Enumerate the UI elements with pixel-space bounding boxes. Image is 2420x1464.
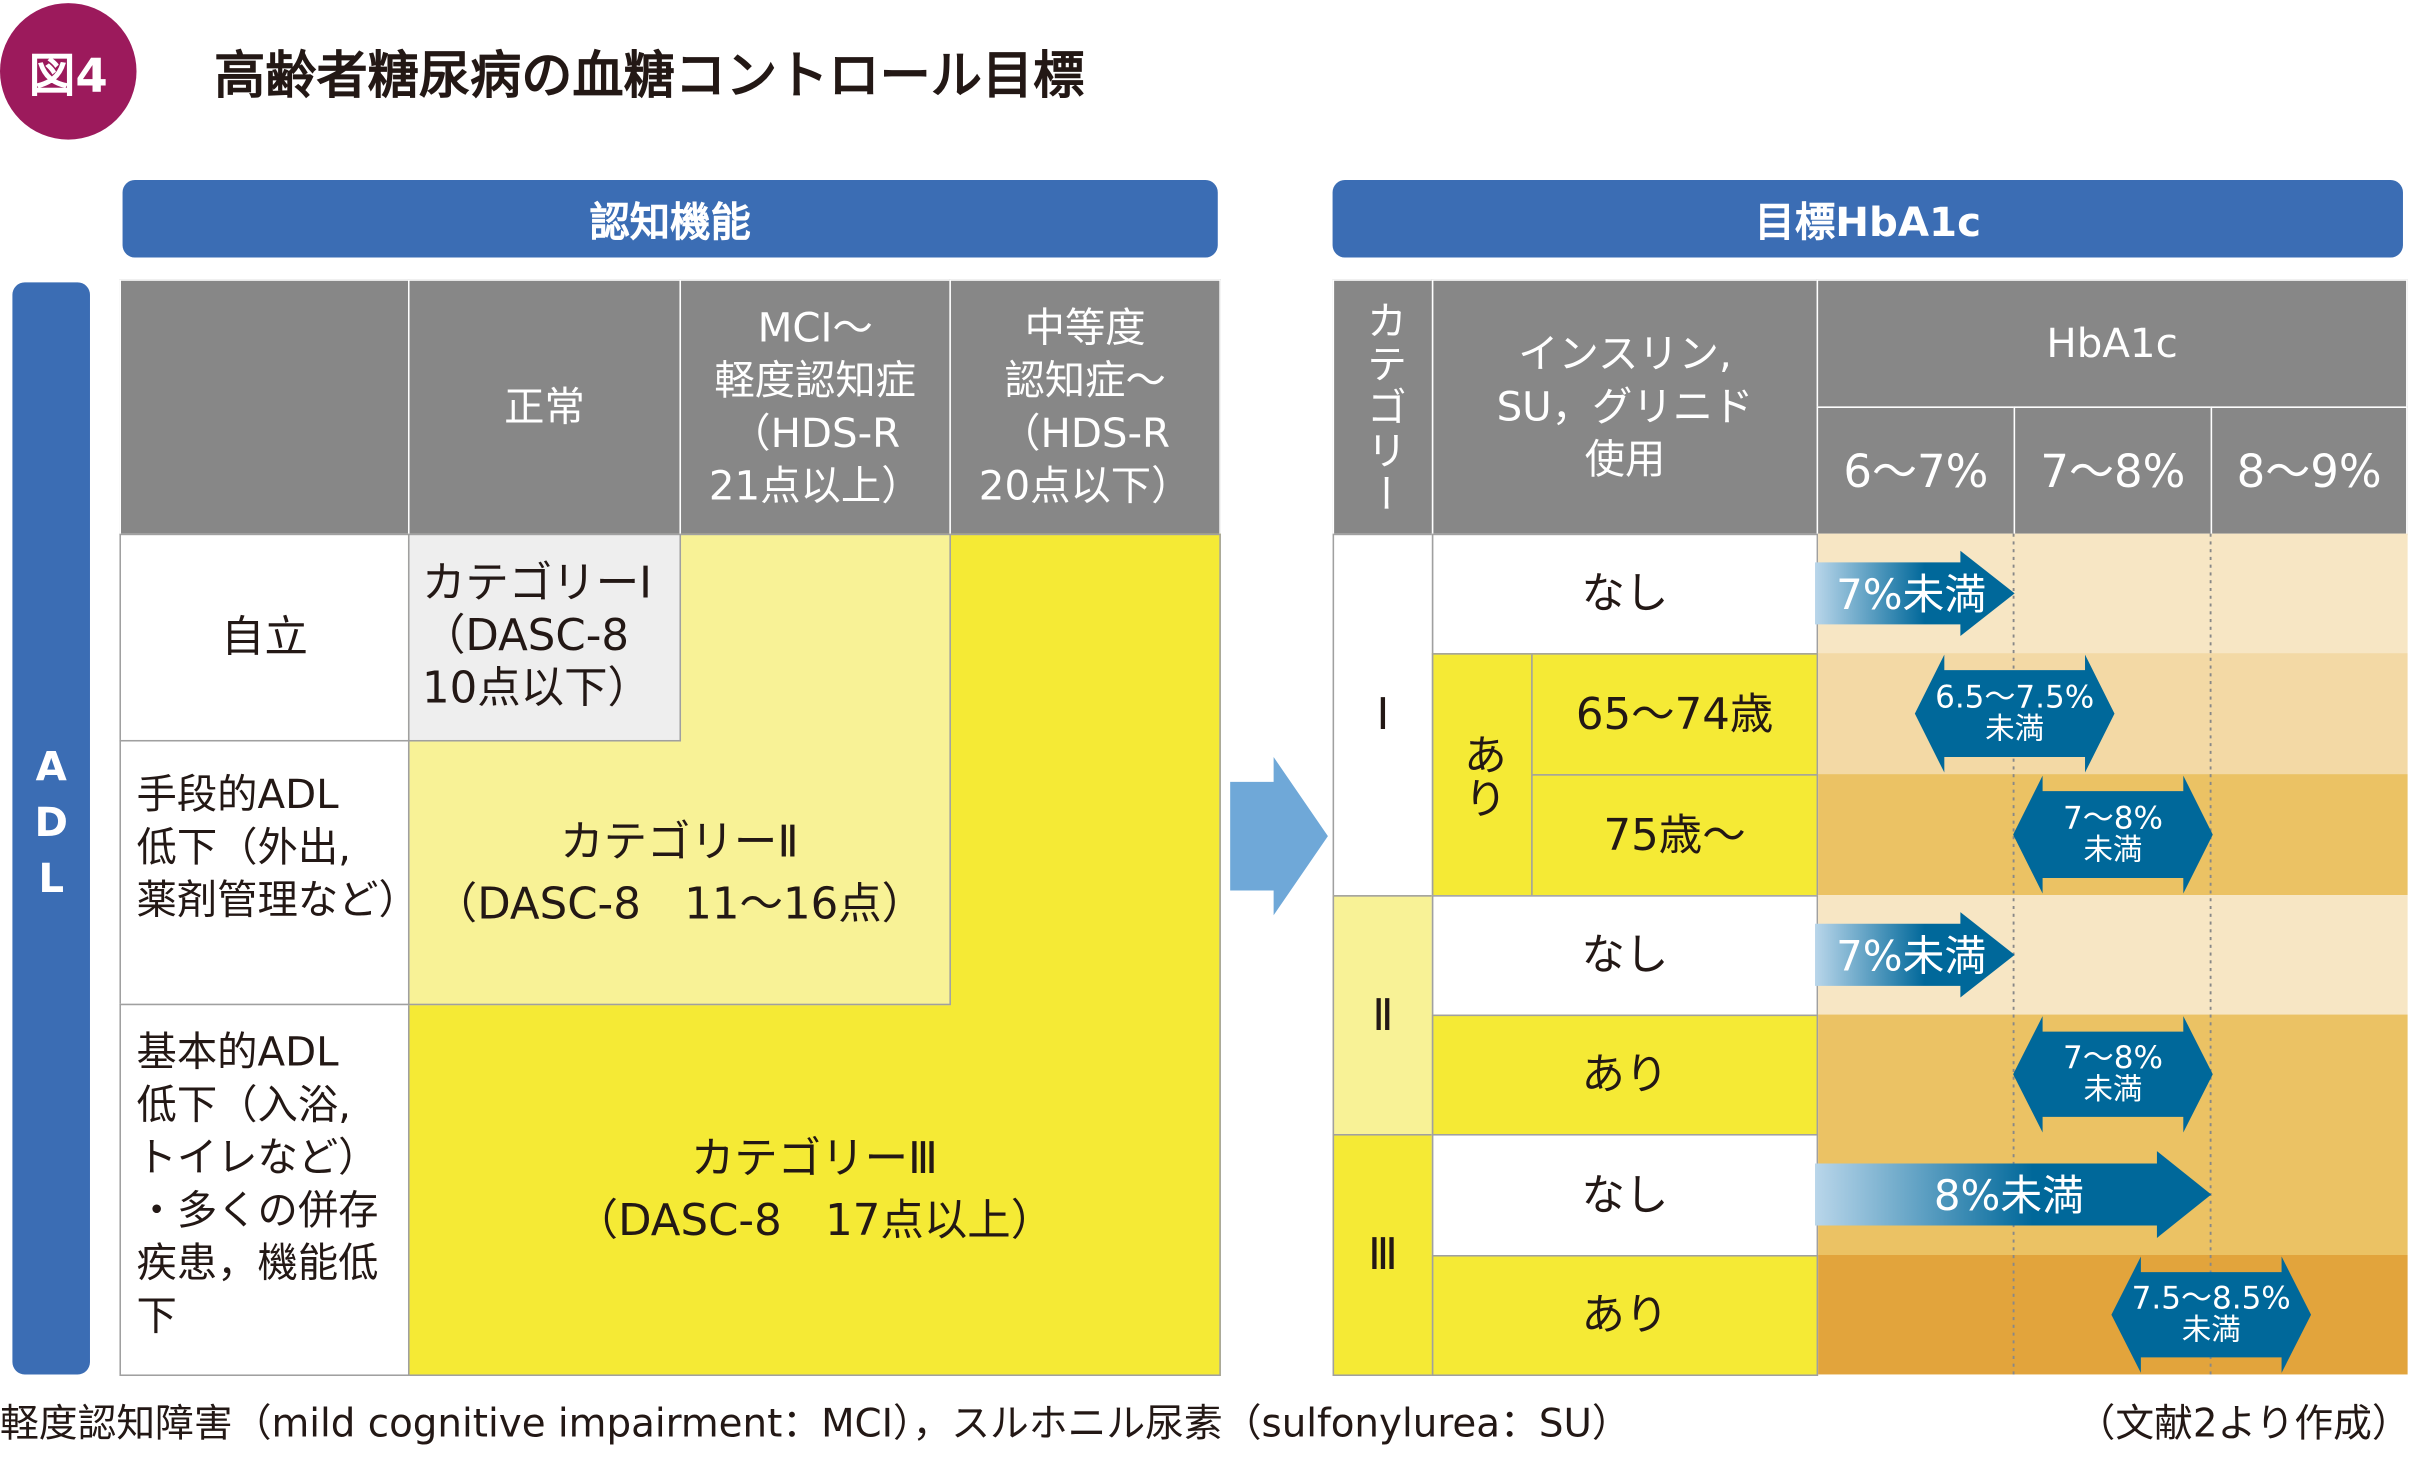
target-arrow <box>1815 550 2015 637</box>
target-label: 6.5〜7.5% <box>1935 679 2094 715</box>
target-label: 7%未満 <box>1836 570 1986 619</box>
col-header-moderate: 中等度 認知症〜 （HDS-R 20点以下） <box>949 279 1221 536</box>
category-1-cell: カテゴリーⅠ （DASC-8 10点以下） <box>407 533 682 742</box>
figure-title: 高齢者糖尿病の血糖コントロール目標 <box>214 44 1085 106</box>
target-label: 7%未満 <box>1836 931 1986 980</box>
hba1c-range-6-7: 6〜7% <box>1816 406 2016 536</box>
target-label: 7.5〜8.5% <box>2132 1281 2291 1317</box>
target-label: 7〜8% <box>2063 1040 2163 1076</box>
age-75-plus: 75歳〜 <box>1531 774 1819 897</box>
target-label: 7〜8% <box>2063 800 2163 836</box>
row-header-independent: 自立 <box>119 533 410 742</box>
category-2-label: カテゴリーⅡ （DASC-8 11〜16点） <box>433 815 926 930</box>
col-header-insulin: インスリン, SU，グリニド 使用 <box>1431 279 1819 536</box>
category-3-label-right: Ⅲ <box>1332 1134 1434 1377</box>
target-label: 未満 <box>2182 1313 2241 1347</box>
insulin-none-c3: なし <box>1431 1134 1819 1257</box>
col-header-mci: MCI〜 軽度認知症 （HDS-R 21点以上） <box>679 279 951 536</box>
source-note: （文献2より作成） <box>2076 1400 2411 1446</box>
target-label: 未満 <box>1985 711 2044 745</box>
insulin-none-c2: なし <box>1431 895 1819 1017</box>
target-label: 未満 <box>2083 832 2142 866</box>
target-range-arrow <box>2013 775 2213 894</box>
col-header-category: カテゴリー <box>1332 279 1434 536</box>
cognition-header: 認知機能 <box>122 179 1218 258</box>
target-label: 未満 <box>2083 1072 2142 1106</box>
insulin-none-c1: なし <box>1431 533 1819 655</box>
flow-arrow-icon <box>1230 757 1328 916</box>
adl-side-label: ADL <box>12 282 90 1375</box>
category-3-label: カテゴリーⅢ （DASC-8 17点以上） <box>574 1132 1055 1246</box>
col-header-hba1c: HbA1c <box>1816 279 2408 408</box>
figure-badge: 図4 <box>0 3 137 140</box>
insulin-yes-c3: あり <box>1431 1255 1819 1377</box>
category-2-label-right: Ⅱ <box>1332 895 1434 1136</box>
target-range-arrow <box>2013 1016 2213 1133</box>
insulin-yes-c1: あり <box>1431 653 1533 897</box>
target-hba1c-header: 目標HbA1c <box>1332 179 2403 258</box>
target-arrow <box>1815 912 2015 998</box>
insulin-yes-c2: あり <box>1431 1014 1819 1136</box>
target-range-arrow <box>2111 1256 2312 1373</box>
hba1c-range-7-8: 7〜8% <box>2013 406 2213 536</box>
category-1-label: Ⅰ <box>1332 533 1434 897</box>
row-header-iadl: 手段的ADL 低下（外出, 薬剤管理など） <box>119 739 419 1006</box>
target-arrow <box>1815 1151 2212 1238</box>
target-range-arrow <box>1914 654 2115 773</box>
hba1c-range-8-9: 8〜9% <box>2210 406 2408 536</box>
footnote: 軽度認知障害（mild cognitive impairment：MCI），スル… <box>0 1400 1631 1446</box>
row-header-badl: 基本的ADL 低下（入浴, トイレなど） ・多くの併存 疾患，機能低 下 <box>119 1003 410 1377</box>
target-label: 8%未満 <box>1934 1171 2084 1220</box>
